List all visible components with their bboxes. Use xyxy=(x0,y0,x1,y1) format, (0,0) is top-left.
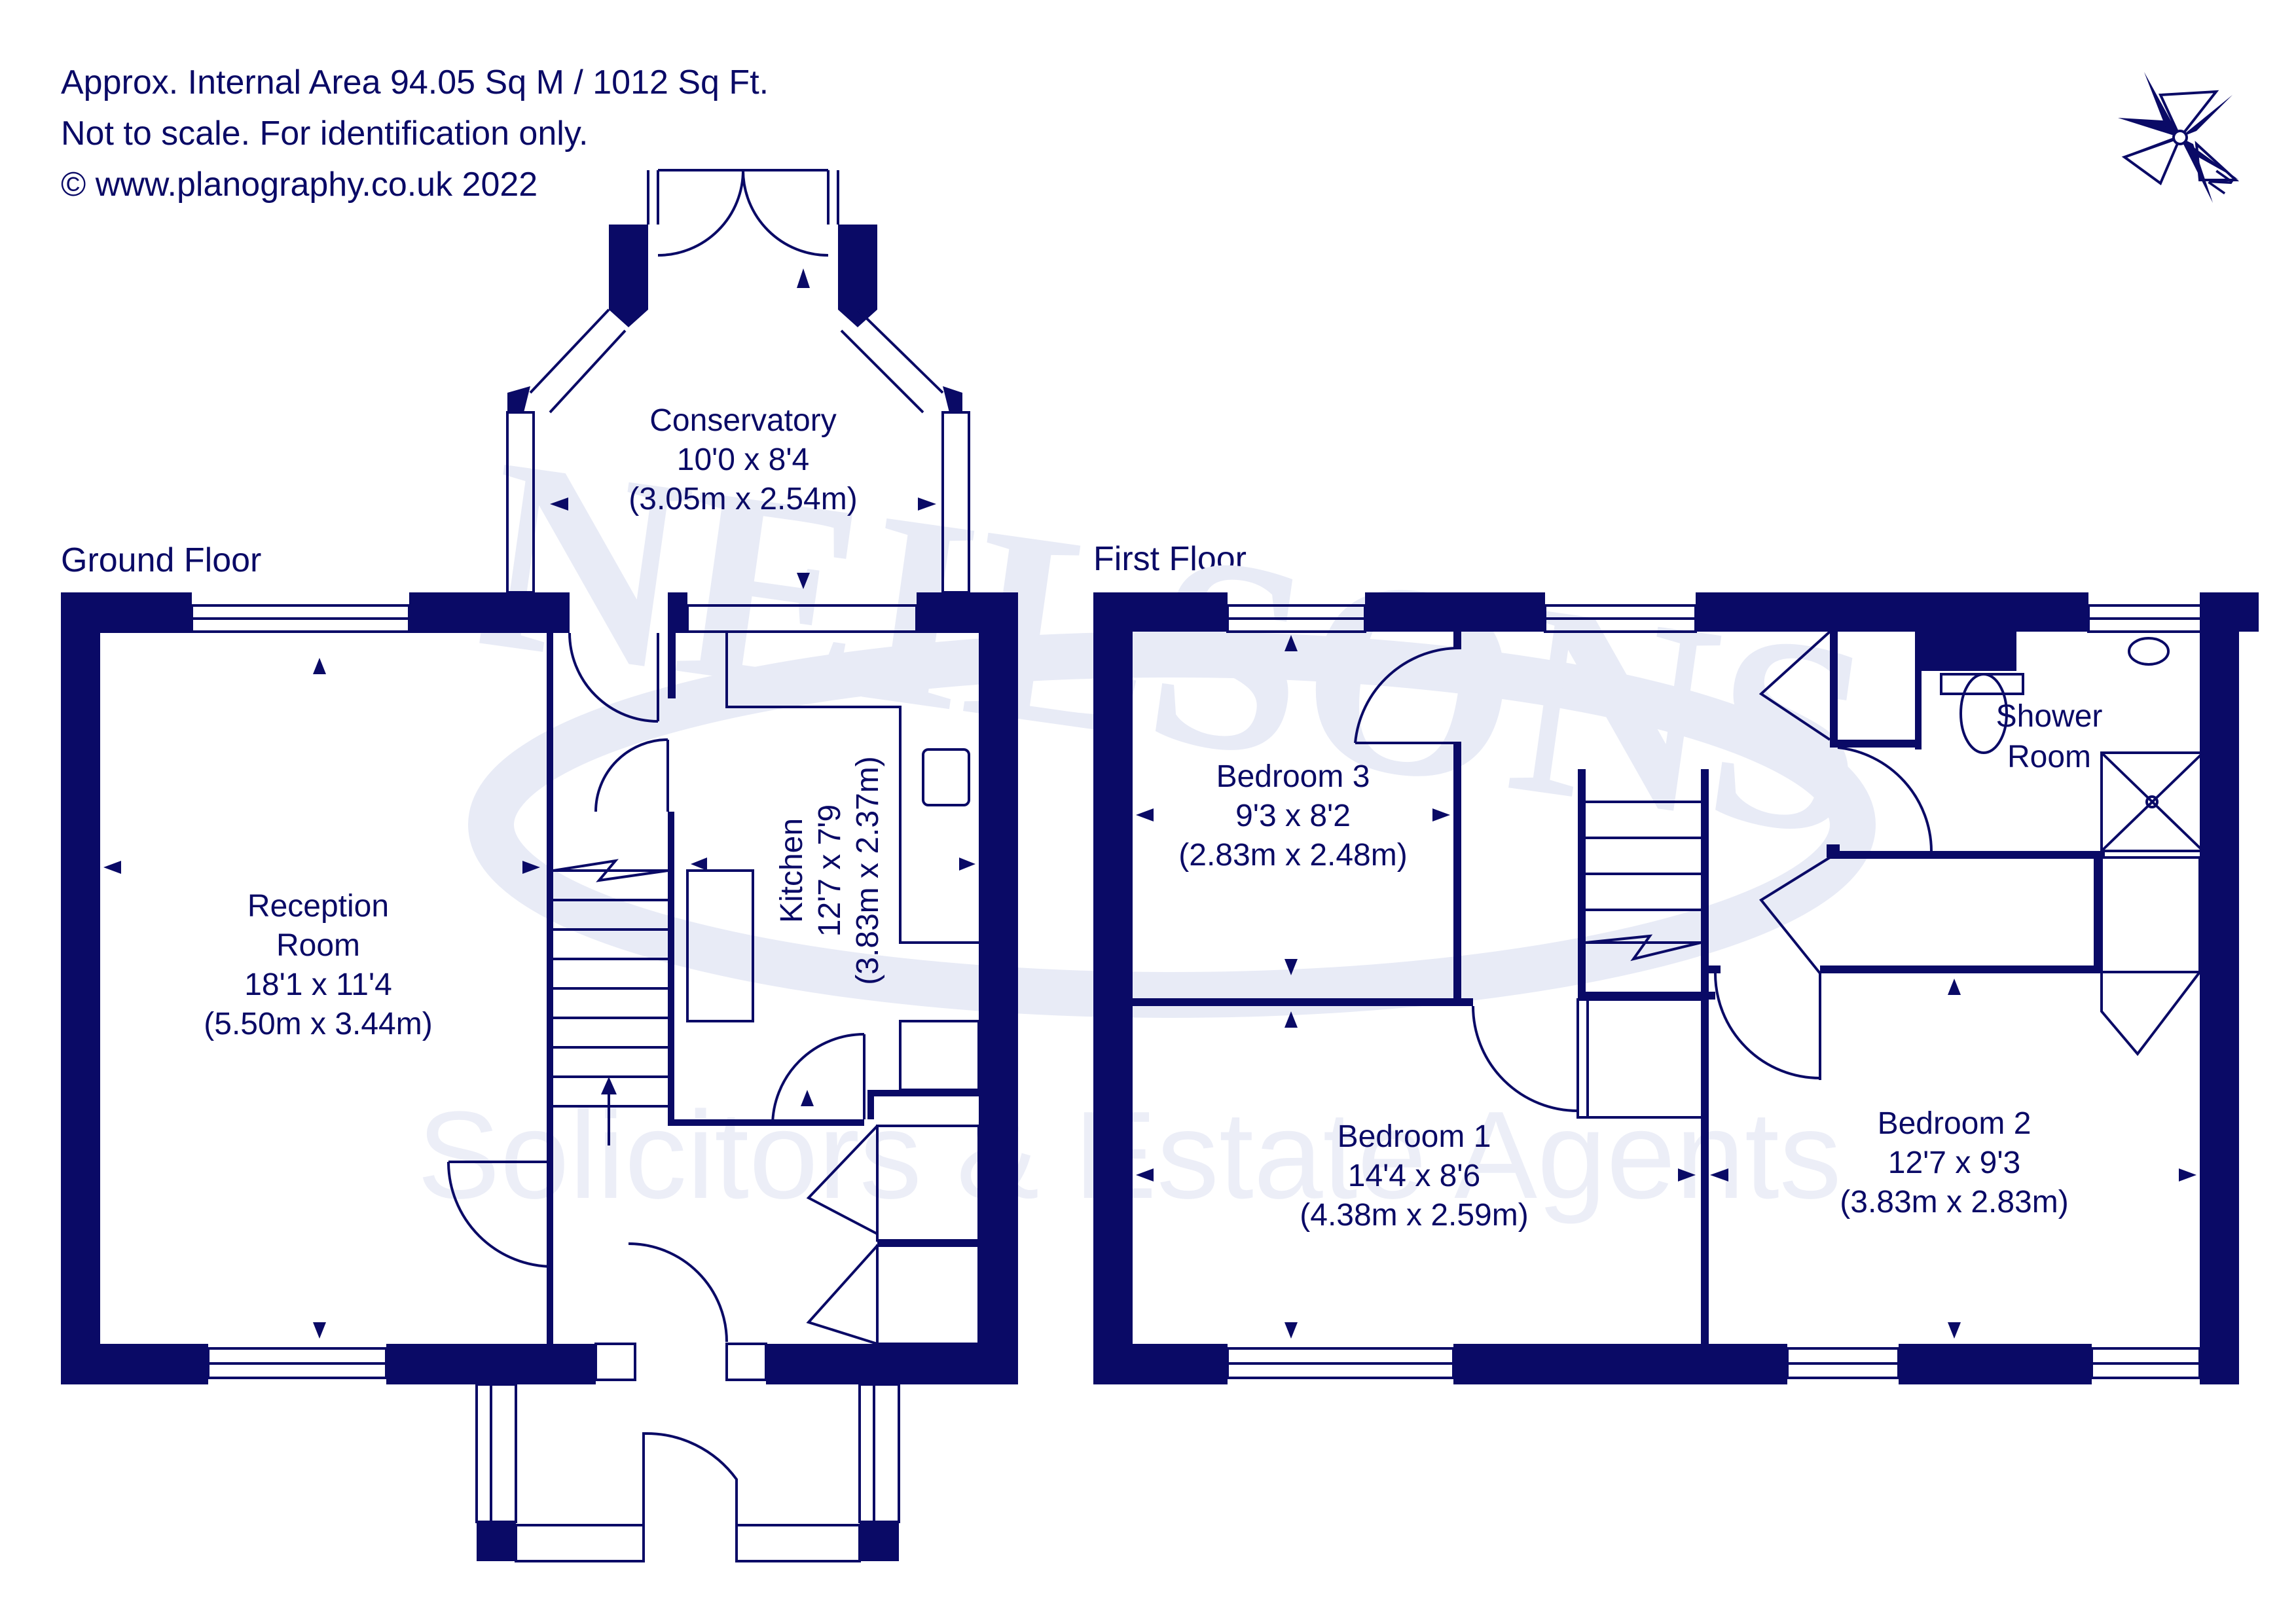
kitchen-size-metric: (3.83m x 2.37m) xyxy=(850,756,885,984)
bedroom1-size-metric: (4.38m x 2.59m) xyxy=(1300,1198,1528,1233)
shower-room-name-line2: Room xyxy=(2007,740,2091,774)
bedroom2-size-imperial: 12'7 x 9'3 xyxy=(1888,1146,2020,1180)
shower-room-name-line1: Shower xyxy=(1996,699,2103,734)
kitchen-size-imperial: 12'7 x 7'9 xyxy=(812,804,847,937)
bedroom1-name: Bedroom 1 xyxy=(1338,1119,1491,1154)
disclaimer-text: Not to scale. For identification only. xyxy=(61,115,589,153)
watermark-ring xyxy=(468,632,1876,1018)
area-text: Approx. Internal Area 94.05 Sq M / 1012 … xyxy=(61,63,769,101)
compass-north-label: N xyxy=(2202,165,2240,200)
ground-floor-labels: Conservatory 10'0 x 8'4 (3.05m x 2.54m) … xyxy=(204,403,885,1041)
bedroom2-size-metric: (3.83m x 2.83m) xyxy=(1840,1185,2068,1219)
conservatory-size-imperial: 10'0 x 8'4 xyxy=(677,442,809,477)
first-floor-labels: Bedroom 3 9'3 x 8'2 (2.83m x 2.48m) Show… xyxy=(1178,699,2102,1233)
reception-size-imperial: 18'1 x 11'4 xyxy=(244,967,392,1002)
ground-floor-arrows xyxy=(103,268,975,1339)
first-floor-plan xyxy=(1093,592,2259,1384)
ground-floor-title: Ground Floor xyxy=(61,541,262,579)
ground-floor-lines xyxy=(191,169,980,1562)
first-floor-lines xyxy=(1226,604,2204,1379)
reception-name-line1: Reception xyxy=(247,889,389,924)
bedroom3-name: Bedroom 3 xyxy=(1216,759,1370,794)
bedroom3-size-imperial: 9'3 x 8'2 xyxy=(1235,799,1351,833)
conservatory-name: Conservatory xyxy=(649,403,836,438)
ground-floor-plan xyxy=(61,225,1018,1561)
reception-name-line2: Room xyxy=(276,928,360,963)
bedroom2-name: Bedroom 2 xyxy=(1878,1106,2032,1141)
bedroom1-size-imperial: 14'4 x 8'6 xyxy=(1348,1159,1480,1193)
bedroom3-size-metric: (2.83m x 2.48m) xyxy=(1178,838,1407,873)
reception-size-metric: (5.50m x 3.44m) xyxy=(204,1007,432,1041)
kitchen-name: Kitchen xyxy=(774,818,809,923)
copyright-text: © www.planography.co.uk 2022 xyxy=(61,166,538,204)
compass-rose-icon xyxy=(2118,72,2240,203)
conservatory-size-metric: (3.05m x 2.54m) xyxy=(629,482,857,516)
first-floor-arrows xyxy=(1136,635,2196,1339)
first-floor-title: First Floor xyxy=(1093,540,1247,578)
